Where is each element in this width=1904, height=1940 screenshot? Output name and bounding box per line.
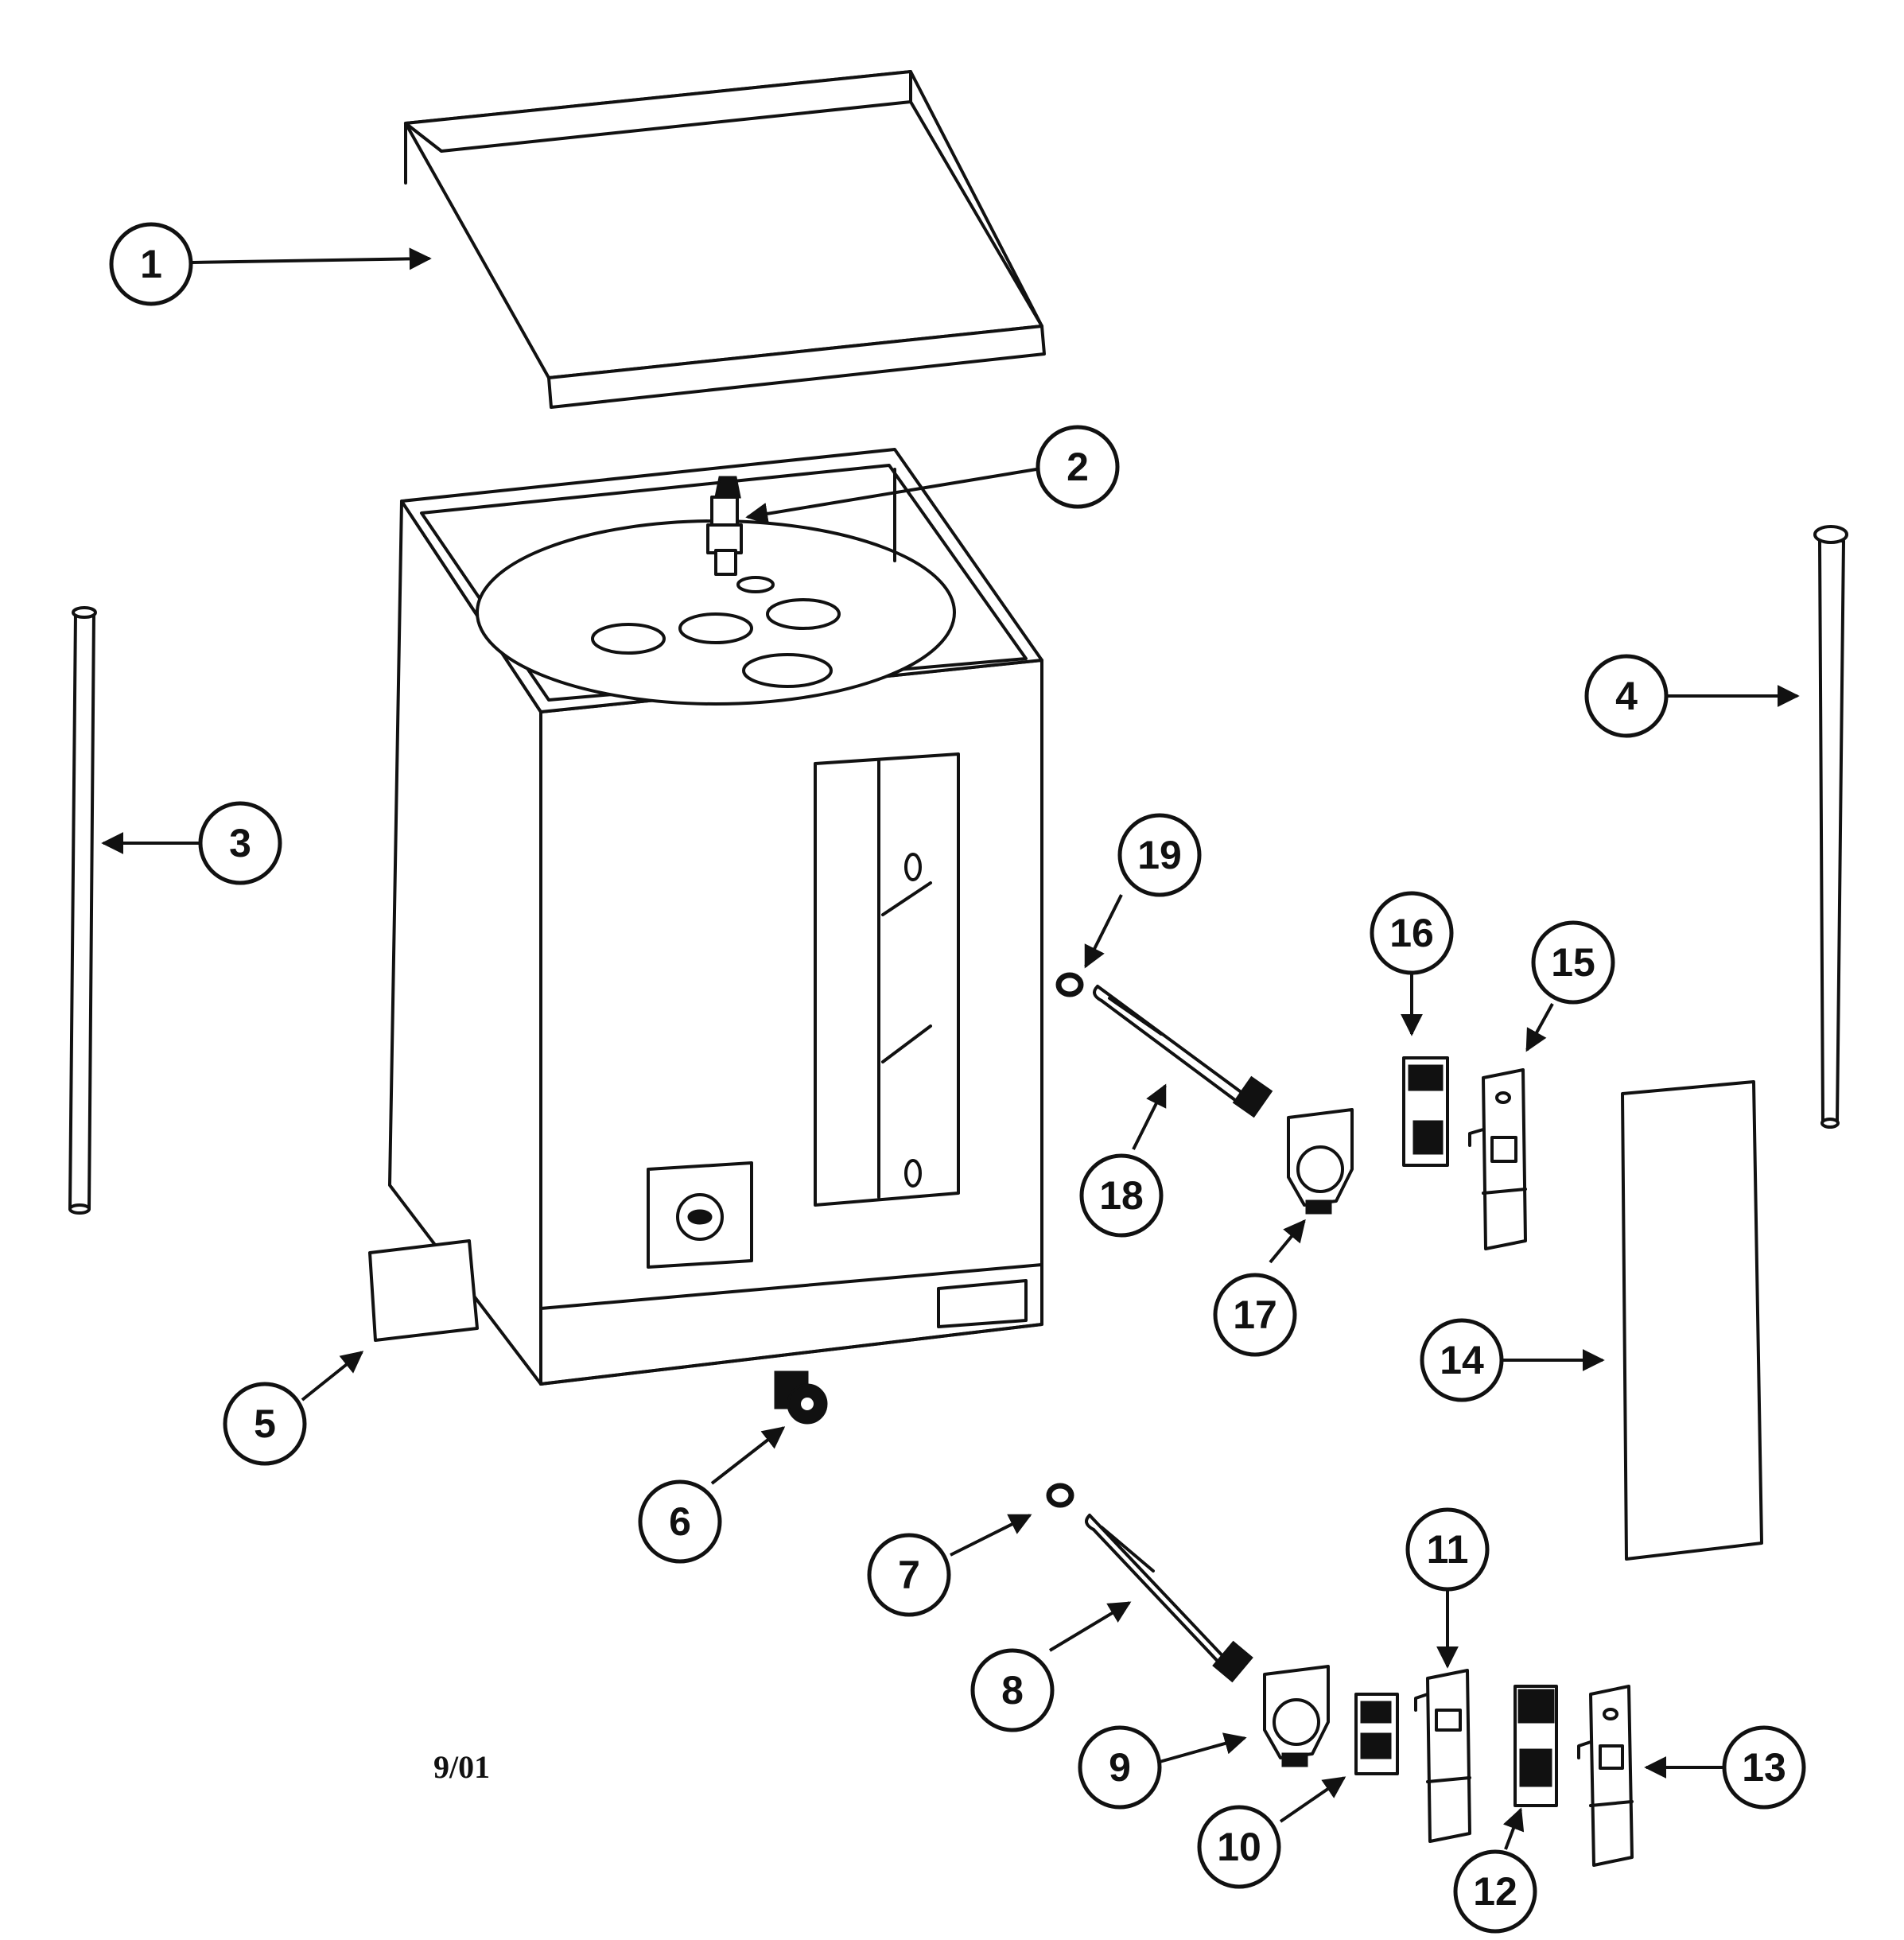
svg-text:10: 10 (1217, 1825, 1261, 1869)
callout-16: 16 (1370, 891, 1454, 975)
callout-19: 19 (1117, 813, 1202, 897)
anode-rod-part (1813, 525, 1848, 1129)
callout-4: 4 (1584, 654, 1669, 738)
callout-17: 17 (1213, 1273, 1297, 1357)
svg-text:18: 18 (1099, 1173, 1144, 1218)
callout-6: 6 (638, 1479, 722, 1564)
callout-1: 1 (109, 222, 193, 306)
svg-text:13: 13 (1742, 1745, 1786, 1790)
svg-text:4: 4 (1615, 674, 1638, 718)
leader-lines (101, 247, 1800, 1850)
svg-text:17: 17 (1233, 1293, 1277, 1337)
access-door-part (1621, 1080, 1763, 1561)
callout-14: 14 (1420, 1318, 1504, 1402)
svg-text:9: 9 (1109, 1745, 1131, 1790)
callout-5: 5 (223, 1382, 307, 1466)
svg-text:12: 12 (1473, 1869, 1517, 1914)
svg-text:19: 19 (1137, 833, 1182, 877)
tank-cabinet (388, 448, 1043, 1386)
thermostat-cover-middle-part (1414, 1669, 1471, 1843)
svg-text:7: 7 (898, 1553, 920, 1597)
callout-18: 18 (1079, 1153, 1164, 1238)
svg-text:3: 3 (229, 821, 251, 865)
svg-text:1: 1 (140, 242, 162, 286)
svg-text:16: 16 (1389, 911, 1434, 955)
svg-text:8: 8 (1001, 1668, 1024, 1713)
cover-plate-part (368, 1239, 479, 1342)
svg-text:15: 15 (1551, 940, 1595, 985)
heating-element-lower-part (1085, 1514, 1253, 1683)
svg-text:11: 11 (1427, 1527, 1469, 1572)
dip-tube-part (68, 606, 97, 1215)
svg-text:14: 14 (1440, 1338, 1484, 1382)
top-cover-part (404, 70, 1046, 409)
callout-15: 15 (1531, 920, 1615, 1005)
callout-11: 11 (1405, 1507, 1490, 1592)
callout-12: 12 (1453, 1849, 1537, 1934)
callout-2: 2 (1036, 425, 1120, 509)
relief-valve-part (706, 476, 743, 576)
callout-3: 3 (198, 801, 282, 885)
thermostat-bracket-upper-part (1287, 1108, 1354, 1215)
callout-9: 9 (1078, 1725, 1162, 1810)
callout-7: 7 (867, 1533, 951, 1617)
svg-text:2: 2 (1067, 445, 1089, 489)
thermostat-upper-part (1402, 1056, 1449, 1167)
thermostat-cover-upper-part (1468, 1068, 1527, 1250)
thermostat-cover-lower-part (1577, 1685, 1634, 1867)
svg-text:5: 5 (254, 1402, 276, 1446)
gasket-lower-part (1046, 1483, 1074, 1508)
gasket-upper-part (1055, 972, 1084, 997)
heating-element-upper-part (1093, 985, 1273, 1118)
limit-switch-part (1354, 1693, 1399, 1775)
thermostat-lower-part (1513, 1685, 1558, 1807)
callout-8: 8 (970, 1648, 1055, 1732)
svg-text:6: 6 (669, 1499, 691, 1544)
callout-13: 13 (1722, 1725, 1806, 1810)
callout-10: 10 (1197, 1805, 1281, 1889)
thermostat-bracket-lower-part (1263, 1665, 1330, 1767)
date-stamp: 9/01 (433, 1749, 490, 1785)
drain-valve-part (774, 1370, 828, 1425)
